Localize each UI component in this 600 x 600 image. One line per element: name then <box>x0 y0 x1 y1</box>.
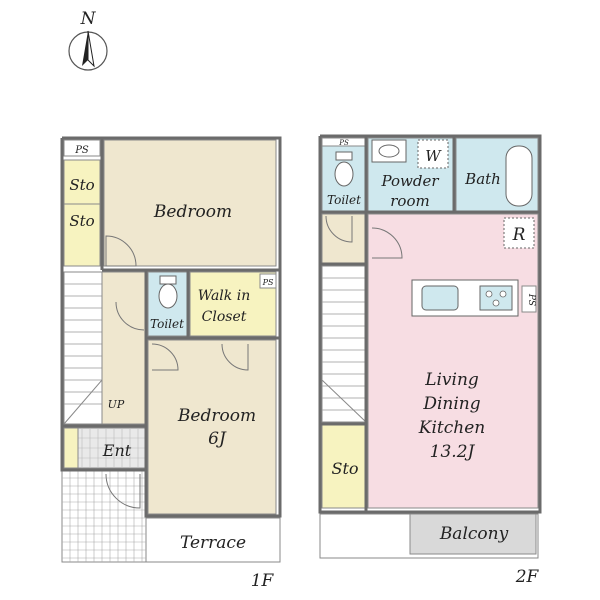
floor-1: PS Sto Sto Bedroom Toilet Walk in Closet… <box>60 136 282 591</box>
balcony <box>409 513 537 555</box>
compass: N <box>68 9 108 71</box>
floor-label-1f: 1F <box>251 571 275 591</box>
fridge-label: R <box>512 225 526 245</box>
porch-tiles <box>61 469 147 563</box>
compass-needle-outline-icon <box>87 30 95 68</box>
powder-label-line2: room <box>390 192 429 210</box>
walls-2f <box>318 134 542 514</box>
entrance-grid <box>64 428 146 468</box>
bedroom-south-label-line1: Bedroom <box>177 406 256 426</box>
door-bedroom-north[interactable] <box>105 235 137 267</box>
walkin-label-line1: Walk in <box>198 288 250 304</box>
terrace-label: Terrace <box>180 533 246 553</box>
porch-grid <box>62 470 146 562</box>
toilet-fixture-icon <box>158 275 178 309</box>
kitchen-sink-icon <box>421 285 459 311</box>
door-entrance[interactable] <box>105 473 141 509</box>
sto-label-2f: Sto <box>331 459 358 478</box>
ldk-label-line2: Dining <box>422 394 480 414</box>
door-ldk[interactable] <box>371 227 403 259</box>
living-dining-kitchen <box>367 213 539 509</box>
terrace-area <box>145 517 281 563</box>
storage-2f <box>321 423 367 509</box>
toilet-label-1f: Toilet <box>150 317 184 331</box>
bedroom-north <box>103 139 277 267</box>
staircase-1f <box>63 271 103 425</box>
sto-label-1f-top: Sto <box>69 176 94 194</box>
storage-closet-1f <box>63 159 101 267</box>
compass-needle-icon <box>82 31 88 66</box>
door-toilet-2f[interactable] <box>325 215 353 243</box>
entrance-label: Ent <box>102 441 132 460</box>
toilet-label-2f: Toilet <box>327 193 361 207</box>
balcony-label: Balcony <box>439 524 509 544</box>
shoe-closet <box>63 427 79 469</box>
north-label: N <box>80 9 97 29</box>
stairs-up-label: UP <box>108 398 125 411</box>
stair-treads-2f <box>322 277 366 411</box>
door-toilet-1f[interactable] <box>115 301 145 331</box>
ldk-label-line4: 13.2J <box>430 442 476 462</box>
ps-label-2f: PS <box>338 139 349 147</box>
sto-label-1f-bottom: Sto <box>69 212 94 230</box>
ps-box-kitchen <box>521 285 537 313</box>
washer-space <box>417 139 449 169</box>
ps-label-1f: PS <box>74 145 89 156</box>
ps-label-closet: PS <box>262 278 274 287</box>
bedroom-south <box>147 339 277 515</box>
toilet-1f <box>147 271 189 337</box>
staircase-2f <box>321 265 367 423</box>
floor-label-2f: 2F <box>515 567 540 587</box>
bathtub-icon <box>505 145 533 207</box>
ldk-label-line3: Kitchen <box>418 418 485 438</box>
floor-2: PS Toilet W Powder room Bath R PS Living… <box>318 134 542 587</box>
stair-treads-1f <box>64 283 102 405</box>
washer-label: W <box>425 147 442 165</box>
ps-box-1f <box>63 139 101 157</box>
powder-label-line1: Powder <box>380 172 439 190</box>
walkin-label-line2: Closet <box>202 309 247 325</box>
ldk-label-line1: Living <box>424 370 479 390</box>
toilet-2f-fixture-icon <box>334 151 354 187</box>
ps-label-kitchen: PS <box>526 293 536 306</box>
hallway-2f <box>321 213 367 265</box>
ps-box-closet <box>259 273 277 289</box>
fridge-space <box>503 217 535 249</box>
bedroom-south-label-line2: 6J <box>208 429 227 449</box>
door-bedroom-south-a[interactable] <box>151 343 179 371</box>
bedroom-north-label: Bedroom <box>153 202 232 222</box>
bath-label: Bath <box>464 170 501 188</box>
door-walkin[interactable] <box>221 343 249 371</box>
